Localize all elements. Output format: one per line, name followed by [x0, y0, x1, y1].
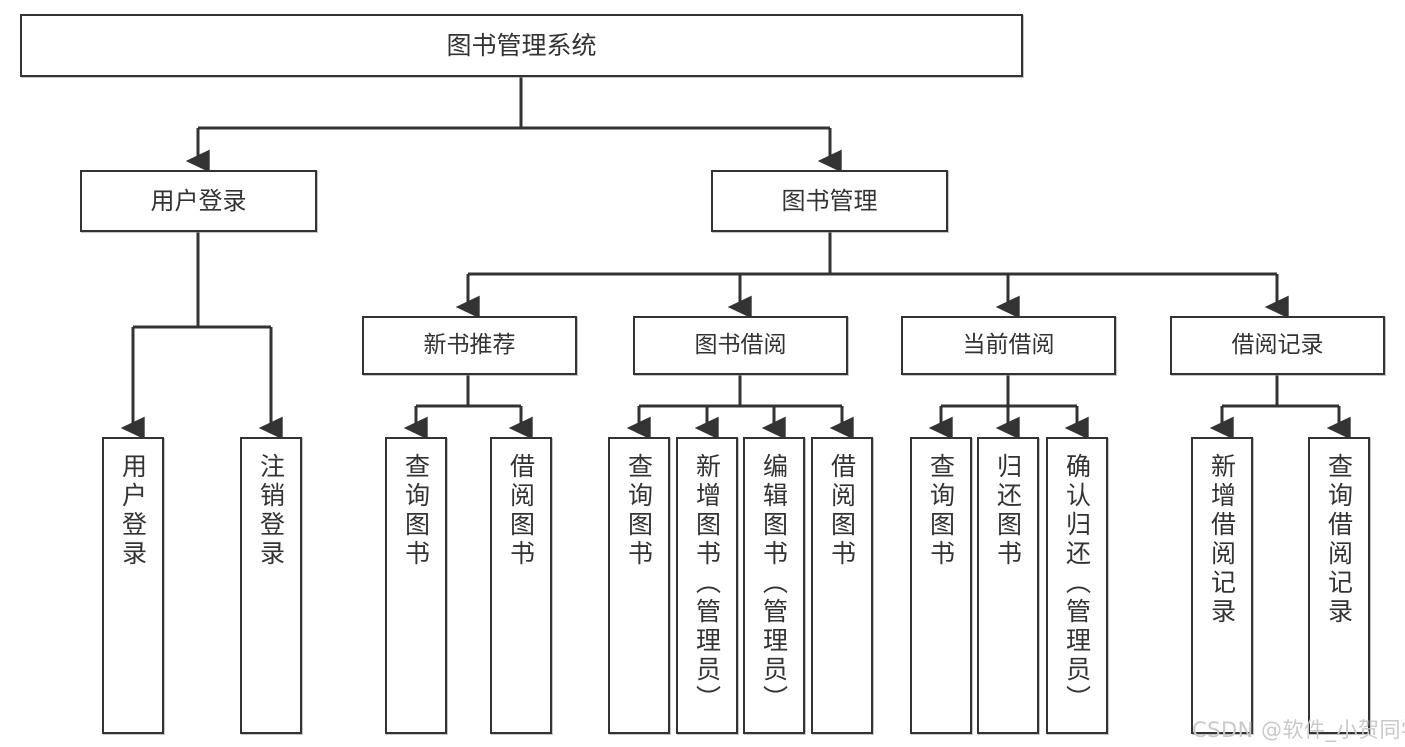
- node-book-borrow[interactable]: 图书借阅: [633, 316, 848, 375]
- leaf-recommend-borrow-book[interactable]: 借阅图书: [490, 437, 552, 734]
- node-label: 归还图书: [993, 453, 1023, 569]
- node-label: 用户登录: [118, 453, 148, 569]
- leaf-user-login-signout[interactable]: 注销登录: [240, 437, 302, 734]
- node-borrow-records[interactable]: 借阅记录: [1170, 316, 1385, 375]
- leaf-current-return-book[interactable]: 归还图书: [977, 437, 1039, 734]
- leaf-borrow-borrow-book[interactable]: 借阅图书: [811, 437, 873, 734]
- leaf-borrow-edit-book-admin[interactable]: 编辑图书（管理员）: [743, 437, 805, 734]
- node-label: 新增借阅记录: [1207, 453, 1237, 627]
- node-label: 查询借阅记录: [1324, 453, 1354, 627]
- csdn-watermark: CSDN @软件_小贺同学: [1192, 718, 1405, 742]
- node-label: 借阅记录: [1231, 331, 1324, 358]
- node-label: 当前借阅: [962, 331, 1055, 358]
- node-root-system[interactable]: 图书管理系统: [20, 14, 1023, 77]
- node-label: 编辑图书（管理员）: [759, 453, 789, 714]
- leaf-records-add-record[interactable]: 新增借阅记录: [1191, 437, 1253, 734]
- leaf-borrow-query-book[interactable]: 查询图书: [608, 437, 670, 734]
- node-current-borrow[interactable]: 当前借阅: [901, 316, 1116, 375]
- node-label: 查询图书: [401, 453, 431, 569]
- node-label: 新增图书（管理员）: [692, 453, 722, 714]
- node-label: 借阅图书: [827, 453, 857, 569]
- leaf-borrow-add-book-admin[interactable]: 新增图书（管理员）: [676, 437, 738, 734]
- node-label: 借阅图书: [506, 453, 536, 569]
- node-label: 注销登录: [256, 453, 286, 569]
- node-label: 新书推荐: [423, 331, 516, 358]
- node-label: 查询图书: [624, 453, 654, 569]
- leaf-current-query-book[interactable]: 查询图书: [910, 437, 972, 734]
- node-label: 图书借阅: [694, 331, 787, 358]
- node-book-management[interactable]: 图书管理: [711, 170, 948, 232]
- node-label: 图书管理: [781, 186, 878, 215]
- node-new-book-recommend[interactable]: 新书推荐: [362, 316, 577, 375]
- node-user-login[interactable]: 用户登录: [80, 170, 317, 232]
- node-label: 图书管理系统: [446, 30, 597, 60]
- node-label: 确认归还（管理员）: [1062, 453, 1092, 714]
- leaf-records-query-record[interactable]: 查询借阅记录: [1308, 437, 1370, 734]
- leaf-recommend-query-book[interactable]: 查询图书: [385, 437, 447, 734]
- leaf-user-login-signin[interactable]: 用户登录: [102, 437, 164, 734]
- leaf-current-confirm-return-admin[interactable]: 确认归还（管理员）: [1046, 437, 1108, 734]
- node-label: 用户登录: [150, 186, 247, 215]
- node-label: 查询图书: [926, 453, 956, 569]
